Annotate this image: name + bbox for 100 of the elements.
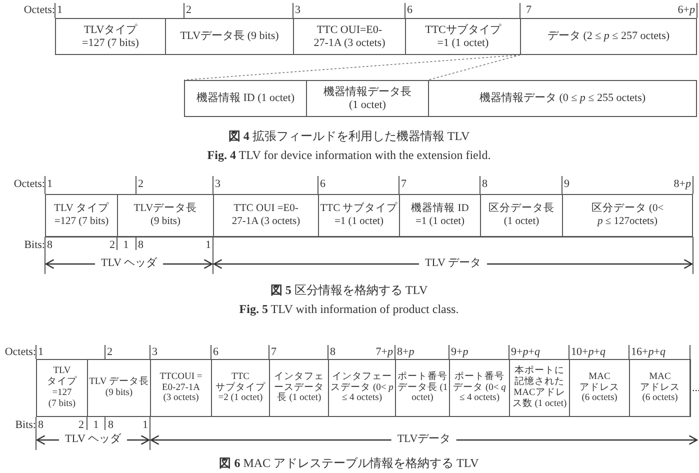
field-box	[293, 18, 406, 55]
octet-number: 2	[186, 5, 192, 16]
field-label: TLV データ長 (9 bits)	[89, 377, 149, 399]
octet-number: 6	[213, 347, 218, 358]
field-box	[395, 359, 450, 417]
field-box	[36, 359, 88, 417]
octet-number: 9	[564, 179, 570, 190]
field-label: 区分データ (0< p ≤ 127octets)	[590, 203, 665, 228]
bit-number: 1	[123, 240, 129, 251]
expansion-line	[428, 54, 520, 80]
field-box	[165, 18, 294, 55]
bit-number: 1	[93, 420, 99, 431]
field-box	[45, 194, 118, 237]
range-label: TLV データ	[419, 258, 487, 269]
octet-number: 3	[295, 5, 300, 16]
figure-caption: Fig. 4 TLV for device information with the extension field.	[207, 149, 491, 161]
field-label: TLVデータ長 (9 bits)	[180, 30, 279, 43]
field-label: インタフェースデータ長 (1 octet)	[273, 372, 325, 404]
field-label: TTCOUI = E0-27-1A (3 octets)	[158, 372, 204, 404]
octet-number: 9+p	[451, 347, 468, 358]
figure-caption: Fig. 5 TLV with information of product class.	[239, 303, 459, 315]
field-label: ポート番号データ (0< q ≤ 4 octets)	[452, 372, 507, 404]
field-label: TTC OUI=E0-27-1A (3 octets)	[312, 24, 386, 50]
field-label: データ (2 ≤ p ≤ 257 octets)	[547, 30, 670, 43]
field-box	[480, 194, 563, 237]
octet-number: 9+p+q	[511, 347, 540, 358]
field-box	[150, 359, 212, 417]
field-box	[405, 18, 521, 55]
octet-number: 1	[57, 5, 62, 16]
field-box	[399, 194, 481, 237]
field-box	[318, 194, 400, 237]
octet-number: 8	[330, 347, 336, 358]
range-label: TLV ヘッダ	[95, 258, 163, 269]
field-box	[213, 194, 319, 237]
octet-number: 2	[107, 347, 112, 358]
field-label: 区分データ長 (1 octet)	[488, 203, 556, 228]
octet-number: 7	[526, 5, 532, 16]
field-label: TLV タイプ =127 (7 bits)	[46, 366, 78, 410]
bit-number: 8	[38, 420, 44, 431]
field-label: インタフェースデータ (0< p ≤ 4 octets)	[330, 372, 394, 404]
range-label: TLV ヘッダ	[59, 434, 127, 445]
field-label: TTC サブタイプ=1 (1 octet)	[320, 203, 398, 228]
field-box	[629, 359, 691, 417]
field-label: TLVデータ長 (9 bits)	[132, 203, 198, 228]
field-label: 機器情報データ長 (1 octet)	[322, 86, 412, 112]
octet-number: 8+p	[397, 347, 414, 358]
field-label: 機器情報データ (0 ≤ p ≤ 255 octets)	[479, 92, 646, 105]
octet-number: 2	[138, 179, 144, 190]
axis-label: Bits:	[15, 420, 36, 431]
field-label: 機器情報 ID (1 octet)	[196, 92, 295, 105]
field-box	[428, 80, 697, 117]
field-label: TLVタイプ =127 (7 bits)	[81, 24, 140, 50]
field-label: 本ポートに記憶されたMACアドレス数 (1 octet)	[511, 366, 568, 410]
figure-caption: 図 5 区分情報を格納する TLV	[270, 284, 428, 296]
axis-label: Octets:	[24, 5, 55, 16]
bit-number: 8	[138, 240, 144, 251]
octet-number: 7	[401, 179, 406, 190]
field-box	[269, 359, 329, 417]
field-box	[509, 359, 570, 417]
octet-number: 7	[271, 347, 276, 358]
octet-number: 1	[47, 179, 52, 190]
octet-number: 7+p	[376, 347, 393, 358]
axis-label: Bits:	[24, 240, 45, 251]
field-box	[55, 18, 166, 55]
figure-caption: 図 4 拡張フィールドを利用した機器情報 TLV	[228, 130, 470, 142]
figure-caption: 図 6 MAC アドレステーブル情報を格納する TLV	[219, 457, 479, 469]
bit-number: 2	[78, 420, 84, 431]
field-box	[117, 194, 214, 237]
octet-number: 8	[482, 179, 488, 190]
field-box	[306, 80, 429, 117]
field-box	[211, 359, 270, 417]
field-label: TLV タイプ=127 (7 bits)	[53, 203, 110, 228]
field-box	[569, 359, 630, 417]
axis-label: Octets:	[4, 347, 36, 358]
field-label: ポート番号データ長 (1 octet)	[397, 372, 448, 404]
axis-label: Octets:	[14, 179, 45, 190]
octet-number: 6	[407, 5, 412, 16]
field-box	[184, 80, 307, 117]
octet-number: 6	[320, 179, 326, 190]
field-box	[328, 359, 396, 417]
octet-number: 10+p+q	[571, 347, 606, 358]
field-label: 機器情報 ID =1 (1 octet)	[410, 203, 470, 228]
field-label: TTC OUI =E0-27-1A (3 octets)	[230, 203, 302, 228]
octet-number: 3	[215, 179, 220, 190]
field-box	[520, 18, 697, 55]
field-label: MAC アドレス (6 octets)	[639, 372, 681, 404]
octet-number: 3	[152, 347, 158, 358]
octet-number: 1	[38, 347, 44, 358]
range-label: TLVデータ	[391, 434, 457, 445]
bit-number: 8	[108, 420, 114, 431]
bit-number: 8	[47, 240, 52, 251]
field-label: MAC アドレス (6 octets)	[578, 372, 620, 404]
bit-number: 2	[110, 240, 115, 251]
bit-number: 1	[142, 420, 148, 431]
field-box	[87, 359, 151, 417]
octet-number: 16+p+q	[631, 347, 666, 358]
field-label: TTCサブタイプ =1 (1 octet)	[424, 24, 502, 50]
field-label: TTC サブタイプ =2 (1 octet)	[214, 372, 266, 404]
field-box	[562, 194, 693, 237]
bit-number: 1	[206, 240, 211, 251]
